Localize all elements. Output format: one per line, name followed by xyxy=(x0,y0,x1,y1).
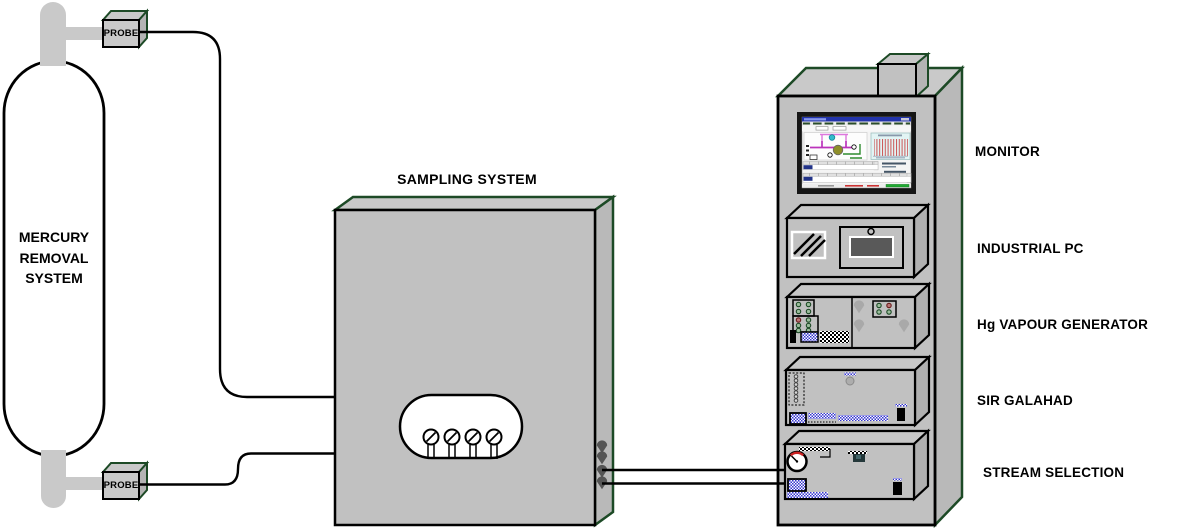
ss-blue-label xyxy=(787,478,807,492)
valve-3 xyxy=(464,428,482,459)
mercury-label-line2: REMOVAL xyxy=(19,249,89,266)
ss-connector xyxy=(848,451,867,462)
ss-top-face xyxy=(782,429,931,446)
ss-blue-strip xyxy=(787,492,828,498)
hg-led-panel-c xyxy=(872,300,897,318)
sampling-top-face xyxy=(331,195,617,212)
valve-4 xyxy=(485,428,503,459)
sg-power-switch xyxy=(897,408,905,421)
mercury-label-line1: MERCURY xyxy=(18,229,90,245)
pc-display-panel xyxy=(839,226,904,269)
sample-line-top xyxy=(139,30,336,399)
hg-top-face xyxy=(784,282,932,299)
hg-vapour-generator-label: Hg VAPOUR GENERATOR xyxy=(977,317,1149,332)
mercury-removal-label: MERCURY REMOVAL SYSTEM xyxy=(2,227,106,289)
sampling-port-oval xyxy=(398,393,524,460)
sg-right-face xyxy=(913,354,931,428)
mercury-removal-tank xyxy=(2,2,106,508)
stream-selection xyxy=(782,428,931,502)
ss-top-strip xyxy=(799,447,830,451)
sg-blue-label xyxy=(789,412,807,425)
sg-top-marker xyxy=(844,372,856,376)
probe-bottom-label: PROBE xyxy=(103,480,139,491)
rack-right-face xyxy=(933,64,964,529)
sampling-system-title: SAMPLING SYSTEM xyxy=(397,171,537,187)
tank-bottom-neck xyxy=(41,450,66,508)
sir-galahad-label: SIR GALAHAD xyxy=(977,393,1073,408)
hg-power-switch xyxy=(790,330,796,343)
ss-switch-marker xyxy=(893,478,902,481)
ss-power-switch xyxy=(893,482,902,495)
sg-blue-strip-1 xyxy=(808,413,836,419)
pc-right-face xyxy=(912,202,930,280)
mercury-label-line3: SYSTEM xyxy=(25,270,83,286)
ss-gauge xyxy=(786,450,808,473)
probe-front-face xyxy=(102,19,140,48)
probe-front-face xyxy=(102,471,140,500)
hg-right-face xyxy=(913,281,931,351)
sampling-front-face xyxy=(333,208,597,527)
sg-led-column xyxy=(788,372,805,406)
hg-vapour-generator xyxy=(784,281,932,351)
industrial-pc-label: INDUSTRIAL PC xyxy=(977,241,1084,256)
industrial-pc xyxy=(784,202,931,280)
pc-vent-grille xyxy=(790,230,827,260)
sampling-valves xyxy=(422,428,503,459)
probe-top-box xyxy=(100,8,150,50)
hg-blue-label xyxy=(800,331,819,343)
sir-galahad xyxy=(783,354,932,428)
valve-1 xyxy=(422,428,440,459)
sampling-right-face xyxy=(593,194,615,528)
sg-blue-strip-2 xyxy=(838,415,888,421)
pc-screen xyxy=(849,236,894,258)
stream-selection-label: STREAM SELECTION xyxy=(983,465,1125,480)
rack-top-face xyxy=(774,66,965,98)
sg-top-face xyxy=(783,355,932,372)
sample-line-bottom xyxy=(139,452,336,486)
rack-top-vent-box xyxy=(875,51,931,100)
instrument-rack xyxy=(774,51,965,529)
monitor-label: MONITOR xyxy=(975,144,1040,159)
probe-top-label: PROBE xyxy=(103,28,139,39)
pc-power-button xyxy=(867,227,875,236)
ss-right-face xyxy=(912,428,930,502)
ss-top-bracket xyxy=(820,449,831,458)
sg-sensor xyxy=(845,376,855,386)
pc-top-face xyxy=(784,203,931,220)
tank-top-pipe xyxy=(58,27,105,40)
monitor-screen-content xyxy=(802,117,912,188)
valve-2 xyxy=(443,428,461,459)
vent-front-face xyxy=(877,63,917,98)
hg-vent-strip xyxy=(820,331,849,343)
probe-bottom-box xyxy=(100,460,150,502)
monitor xyxy=(797,112,916,194)
sampling-system-box xyxy=(331,194,617,528)
sg-switch-marker xyxy=(895,404,907,407)
tank-top-neck xyxy=(40,2,66,66)
tank-bottom-pipe xyxy=(58,477,105,490)
